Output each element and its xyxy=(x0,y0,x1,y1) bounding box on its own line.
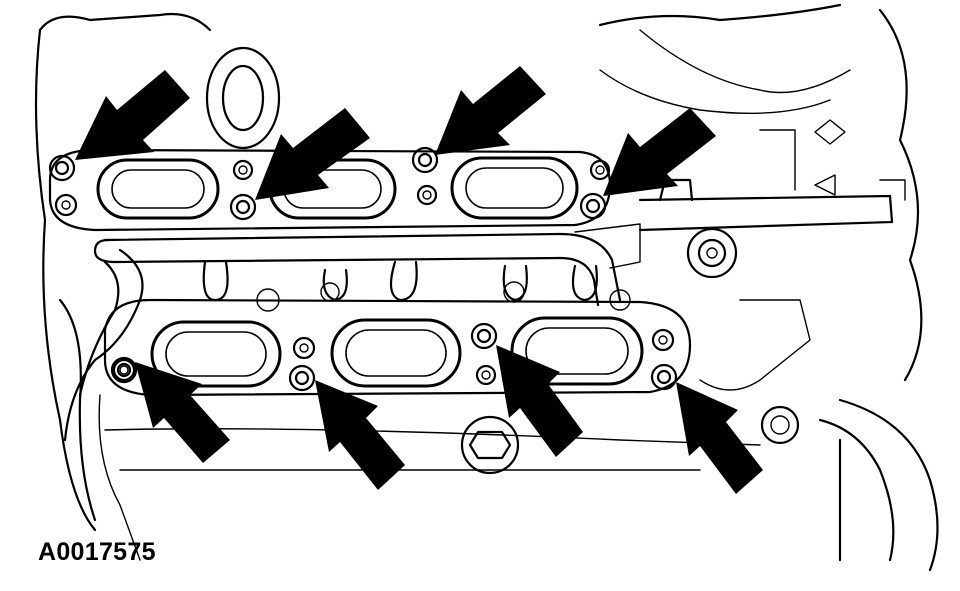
nut-lower-2 xyxy=(288,364,316,392)
nut-lower-4 xyxy=(650,363,678,391)
callout-arrow-6 xyxy=(315,380,405,490)
center-hex-bolt xyxy=(460,415,520,475)
callout-arrow-7 xyxy=(496,345,583,457)
callout-arrow-2 xyxy=(255,108,370,200)
callout-arrow-3 xyxy=(435,66,546,155)
engine-outline xyxy=(34,3,939,572)
oval-boss xyxy=(205,46,281,150)
nut-lower-3 xyxy=(470,322,498,350)
figure-id-label: A0017575 xyxy=(38,538,156,566)
callout-arrow-1 xyxy=(75,70,190,160)
nut-upper-4 xyxy=(579,192,607,220)
nut-upper-3 xyxy=(411,146,439,174)
callout-arrows xyxy=(75,66,763,494)
callout-arrow-4 xyxy=(603,108,716,196)
lower-gasket xyxy=(103,298,692,397)
callout-arrow-5 xyxy=(135,362,230,463)
nut-upper-1 xyxy=(48,154,76,182)
right-side-fittings xyxy=(638,119,906,562)
nut-upper-2 xyxy=(229,193,257,221)
fuel-rail xyxy=(63,223,641,442)
nut-lower-1 xyxy=(110,356,138,384)
manifold-nuts xyxy=(48,146,678,392)
callout-arrow-8 xyxy=(676,382,763,494)
washers xyxy=(54,159,675,386)
